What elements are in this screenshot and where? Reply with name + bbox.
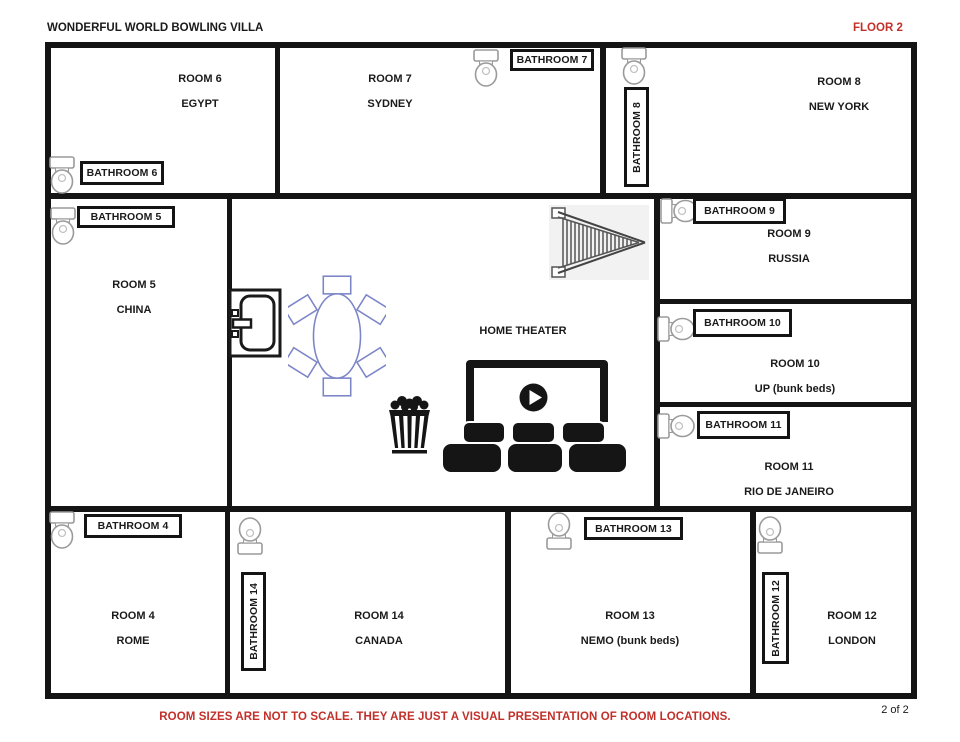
- toilet-icon: [621, 47, 647, 85]
- room-11-theme: RIO DE JANEIRO: [744, 486, 834, 498]
- home-theater-text: HOME THEATER: [479, 325, 567, 337]
- room-4-name: ROOM 4: [111, 610, 155, 622]
- room-8-name: ROOM 8: [817, 76, 861, 88]
- bathroom-11-text: BATHROOM 11: [705, 419, 782, 431]
- bathroom-10-label: BATHROOM 10: [693, 309, 792, 337]
- toilet-icon: [657, 316, 695, 342]
- room-9-theme: RUSSIA: [768, 253, 810, 265]
- toilet-icon: [50, 207, 76, 245]
- wall: [45, 193, 917, 199]
- room-8-theme: NEW YORK: [808, 101, 870, 113]
- room-12-label: ROOM 12 LONDON: [772, 610, 932, 647]
- bathroom-9-label: BATHROOM 9: [693, 198, 786, 224]
- bathroom-7-label: BATHROOM 7: [510, 49, 594, 71]
- movie-screen-icon: [440, 356, 630, 476]
- room-7-name: ROOM 7: [368, 73, 412, 85]
- toilet-icon: [237, 517, 263, 555]
- dining-table-icon: [283, 272, 391, 400]
- floor-label: FLOOR 2: [853, 22, 903, 34]
- room-10-name: ROOM 10: [770, 358, 820, 370]
- room-5-label: ROOM 5 CHINA: [54, 279, 214, 316]
- room-14-theme: CANADA: [355, 635, 403, 647]
- wall: [654, 402, 917, 407]
- bathroom-10-text: BATHROOM 10: [704, 317, 781, 329]
- toilet-icon: [49, 156, 75, 194]
- room-6-label: ROOM 6 EGYPT: [120, 73, 280, 110]
- bathroom-6-text: BATHROOM 6: [86, 167, 158, 179]
- toilet-icon: [473, 49, 499, 87]
- popcorn-icon: [387, 392, 432, 456]
- room-10-label: ROOM 10 UP (bunk beds): [715, 358, 875, 395]
- home-theater-label: HOME THEATER: [443, 325, 603, 350]
- toilet-icon: [546, 512, 572, 550]
- room-8-label: ROOM 8 NEW YORK: [759, 76, 919, 113]
- bathroom-5-label: BATHROOM 5: [77, 206, 175, 228]
- room-11-label: ROOM 11 RIO DE JANEIRO: [709, 461, 869, 498]
- bathroom-14-label: BATHROOM 14: [241, 572, 266, 671]
- room-6-name: ROOM 6: [178, 73, 222, 85]
- wall: [600, 42, 606, 199]
- outer-wall: [45, 42, 917, 699]
- room-4-label: ROOM 4 ROME: [53, 610, 213, 647]
- room-14-name: ROOM 14: [354, 610, 404, 622]
- bathroom-5-text: BATHROOM 5: [90, 211, 162, 223]
- page-title: WONDERFUL WORLD BOWLING VILLA: [47, 22, 264, 34]
- bathroom-13-label: BATHROOM 13: [584, 517, 683, 540]
- sink-icon: [228, 288, 282, 358]
- room-13-name: ROOM 13: [605, 610, 655, 622]
- bathroom-8-text: BATHROOM 8: [630, 101, 643, 173]
- wall: [505, 506, 511, 699]
- room-7-label: ROOM 7 SYDNEY: [310, 73, 470, 110]
- wall: [225, 506, 230, 699]
- bathroom-8-label: BATHROOM 8: [624, 87, 649, 187]
- wall: [45, 506, 917, 512]
- wall: [750, 506, 756, 699]
- bathroom-12-text: BATHROOM 12: [769, 579, 782, 657]
- room-14-label: ROOM 14 CANADA: [299, 610, 459, 647]
- toilet-icon: [657, 413, 695, 439]
- wall: [275, 42, 280, 199]
- bathroom-9-text: BATHROOM 9: [704, 205, 775, 217]
- room-6-theme: EGYPT: [181, 98, 219, 110]
- toilet-icon: [49, 511, 75, 549]
- play-icon: [519, 383, 548, 412]
- room-9-name: ROOM 9: [767, 228, 811, 240]
- bathroom-4-text: BATHROOM 4: [97, 520, 169, 532]
- room-5-name: ROOM 5: [112, 279, 156, 291]
- bathroom-14-text: BATHROOM 14: [247, 583, 260, 660]
- page-number: 2 of 2: [881, 704, 909, 716]
- wall: [654, 299, 917, 304]
- room-9-label: ROOM 9 RUSSIA: [709, 228, 869, 265]
- wall: [654, 193, 660, 512]
- room-12-name: ROOM 12: [827, 610, 877, 622]
- bathroom-11-label: BATHROOM 11: [697, 411, 790, 439]
- room-12-theme: LONDON: [828, 635, 876, 647]
- room-5-theme: CHINA: [116, 304, 152, 316]
- room-13-theme: NEMO (bunk beds): [580, 635, 680, 647]
- room-4-theme: ROME: [116, 635, 150, 647]
- bathroom-4-label: BATHROOM 4: [84, 514, 182, 538]
- room-11-name: ROOM 11: [764, 461, 814, 473]
- staircase-icon: [549, 205, 649, 280]
- bathroom-12-label: BATHROOM 12: [762, 572, 789, 664]
- bathroom-13-text: BATHROOM 13: [595, 522, 672, 535]
- disclaimer-text: ROOM SIZES ARE NOT TO SCALE. THEY ARE JU…: [159, 711, 731, 723]
- room-7-theme: SYDNEY: [367, 98, 413, 110]
- bathroom-7-text: BATHROOM 7: [516, 54, 588, 66]
- room-13-label: ROOM 13 NEMO (bunk beds): [550, 610, 710, 647]
- room-10-theme: UP (bunk beds): [754, 383, 836, 395]
- bathroom-6-label: BATHROOM 6: [80, 161, 164, 185]
- toilet-icon: [757, 516, 783, 554]
